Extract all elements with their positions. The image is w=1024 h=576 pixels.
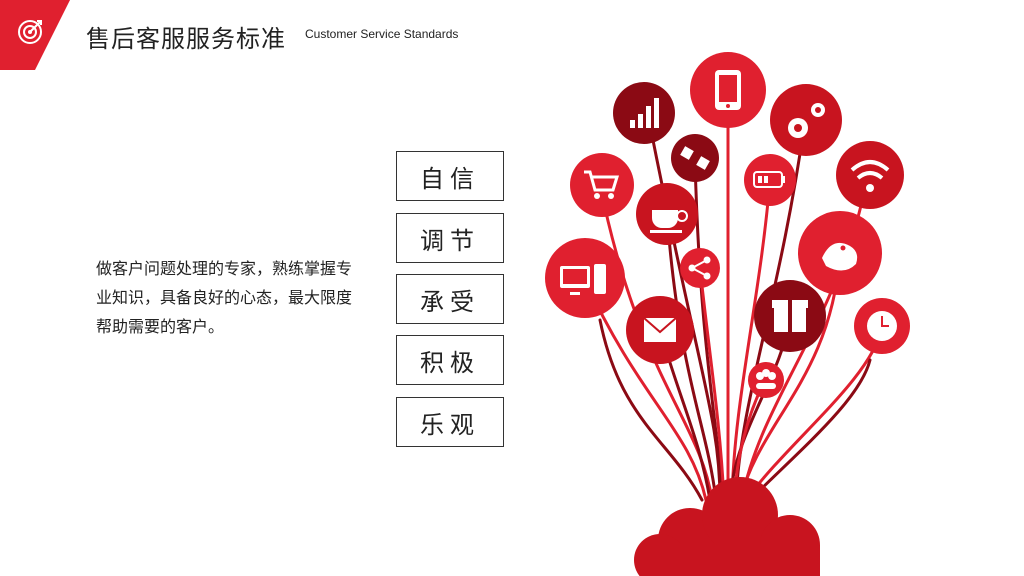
coffee-cup-icon xyxy=(636,183,698,245)
corner-badge xyxy=(0,0,70,70)
cloud-icon xyxy=(634,477,820,576)
quality-box-5: 乐观 xyxy=(396,397,504,447)
target-icon xyxy=(18,20,42,44)
bar-chart-icon xyxy=(613,82,675,144)
description-text: 做客户问题处理的专家，熟练掌握专业知识，具备良好的心态，最大限度帮助需要的客户。 xyxy=(96,259,353,336)
envelope-icon xyxy=(626,296,694,364)
gift-box-icon xyxy=(754,280,826,352)
share-icon xyxy=(680,248,720,288)
clock-icon xyxy=(854,298,910,354)
mobile-phone-icon xyxy=(690,52,766,128)
users-icon xyxy=(748,362,784,398)
battery-icon xyxy=(744,154,796,206)
satellite-icon xyxy=(671,134,719,182)
bird-icon xyxy=(798,211,882,295)
wifi-icon xyxy=(836,141,904,209)
quality-box-1: 自信 xyxy=(396,151,504,201)
page-title: 售后客服服务标准 xyxy=(86,25,286,53)
quality-box-4: 积极 xyxy=(396,335,504,385)
gears-icon xyxy=(770,84,842,156)
shopping-cart-icon xyxy=(570,153,634,217)
computer-icon xyxy=(545,238,625,318)
page-subtitle: Customer Service Standards xyxy=(305,27,459,41)
quality-box-3: 承受 xyxy=(396,274,504,324)
quality-box-2: 调节 xyxy=(396,213,504,263)
